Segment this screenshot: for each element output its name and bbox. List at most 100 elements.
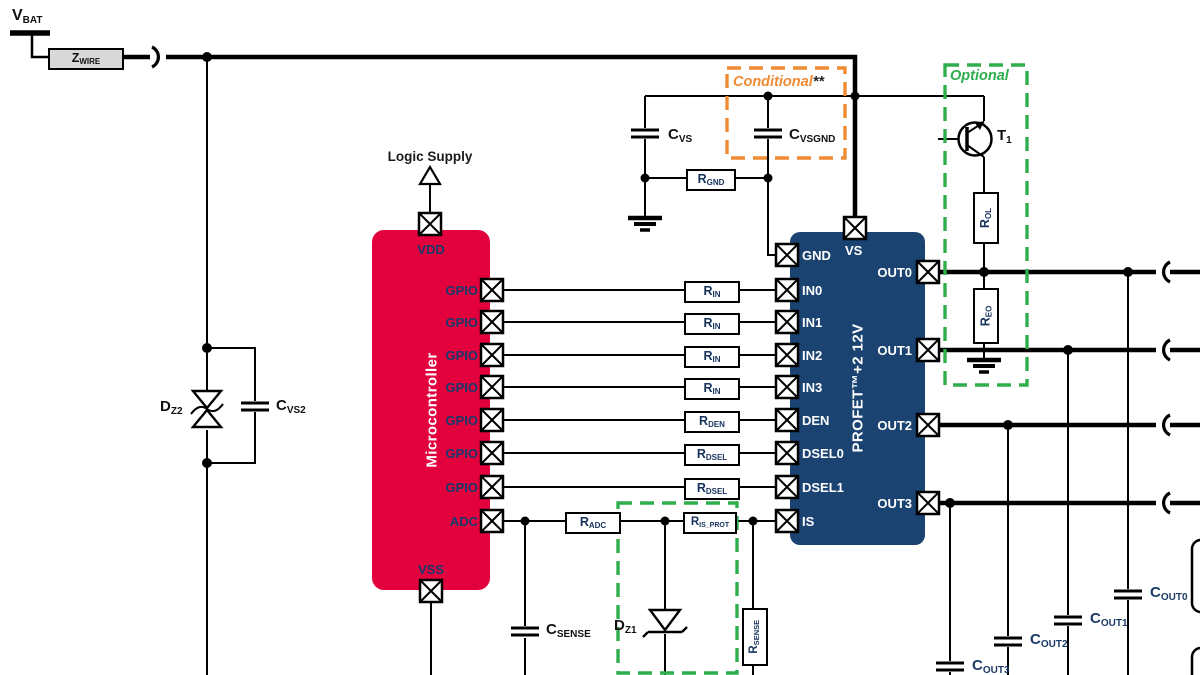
mcu-gpio-label: GPIO — [445, 480, 478, 495]
tvs-branch-wire — [206, 59, 256, 675]
csense-label: CSENSE — [546, 621, 591, 640]
profet-gnd-label: GND — [802, 248, 831, 263]
protection-box — [616, 501, 739, 675]
rol-resistor: ROL — [973, 192, 999, 244]
out-break-connector-icons — [1161, 260, 1171, 515]
optional-label: Optional — [950, 68, 1009, 84]
mcu-gpio-label: GPIO — [445, 315, 478, 330]
microcontroller-block — [372, 230, 490, 590]
mcu-adc-pin-icon — [479, 508, 505, 534]
rden-resistor: RDEN — [684, 411, 740, 433]
cvs2-label: CVS2 — [276, 397, 306, 416]
profet-out0-label: OUT0 — [877, 265, 912, 280]
cvsgnd-label: CVSGND — [789, 126, 836, 145]
mcu-gpio-pin-icon — [479, 440, 505, 466]
cout3-capacitor-icon — [934, 661, 966, 672]
mcu-gpio-pin-icon — [479, 309, 505, 335]
rgnd-resistor: RGND — [686, 169, 736, 191]
profet-is-label: IS — [802, 514, 815, 529]
conditional-label: Conditional** — [733, 74, 825, 90]
profet-vs-pin-icon — [842, 215, 868, 241]
mcu-gpio-label: GPIO — [445, 348, 478, 363]
sense-network-wires — [524, 521, 754, 675]
out-cap-wires — [949, 272, 1129, 675]
rdsel-resistor: RDSEL — [684, 444, 740, 466]
dz1-label: DZ1 — [614, 617, 637, 636]
profet-in0-pin-icon — [774, 277, 800, 303]
vbat-terminal — [10, 30, 50, 59]
dz2-label: DZ2 — [160, 398, 183, 417]
rsense-resistor: RSENSE — [742, 608, 768, 666]
cvs2-capacitor-icon — [239, 401, 271, 412]
t1-label: T1 — [997, 127, 1012, 146]
mcu-vdd-label: VDD — [417, 242, 445, 257]
cvsgnd-capacitor-icon — [752, 128, 784, 139]
profet-vs-label: VS — [845, 243, 863, 258]
rin-resistor: RIN — [684, 346, 740, 368]
cvs-capacitor-icon — [629, 128, 661, 139]
load-connector-partial — [1190, 538, 1200, 675]
profet-in1-pin-icon — [774, 309, 800, 335]
mcu-gpio-label: GPIO — [445, 380, 478, 395]
conditional-box — [725, 66, 847, 160]
vbat-label: VBAT — [12, 7, 43, 26]
logic-supply-symbol — [418, 164, 442, 213]
ground-icon — [967, 360, 1001, 372]
mcu-gpio-label: GPIO — [445, 283, 478, 298]
profet-in2-pin-icon — [774, 342, 800, 368]
cout3-label: COUT3 — [972, 657, 1010, 675]
profet-out2-label: OUT2 — [877, 418, 912, 433]
mcu-gpio-label: GPIO — [445, 413, 478, 428]
mcu-gpio-pin-icon — [479, 374, 505, 400]
rdsel-resistor: RDSEL — [684, 478, 740, 500]
profet-out3-pin-icon — [915, 490, 941, 516]
profet-dsel1-pin-icon — [774, 474, 800, 500]
profet-in2-label: IN2 — [802, 348, 823, 363]
signal-row-wires — [503, 289, 776, 522]
profet-dsel0-label: DSEL0 — [802, 446, 844, 461]
profet-block — [790, 232, 925, 545]
t1-transistor-icon — [957, 121, 993, 158]
mcu-adc-label: ADC — [449, 514, 478, 529]
profet-in3-pin-icon — [774, 374, 800, 400]
cout2-capacitor-icon — [992, 636, 1024, 647]
cout2-label: COUT2 — [1030, 631, 1068, 650]
optional-box — [943, 63, 1029, 387]
wire-break-connector-icon — [151, 45, 161, 69]
ground-icon — [628, 218, 662, 230]
profet-in3-label: IN3 — [802, 380, 823, 395]
profet-den-label: DEN — [802, 413, 830, 428]
cout1-label: COUT1 — [1090, 610, 1128, 629]
profet-out1-label: OUT1 — [877, 343, 912, 358]
mcu-vdd-pin-icon — [417, 211, 443, 237]
mcu-gpio-pin-icon — [479, 407, 505, 433]
rin-resistor: RIN — [684, 378, 740, 400]
profet-out2-pin-icon — [915, 412, 941, 438]
cout1-capacitor-icon — [1052, 615, 1084, 626]
radc-resistor: RADC — [565, 512, 621, 534]
mcu-gpio-label: GPIO — [445, 446, 478, 461]
profet-out0-pin-icon — [915, 259, 941, 285]
profet-in1-label: IN1 — [802, 315, 823, 330]
profet-gnd-pin-icon — [774, 242, 800, 268]
rin-resistor: RIN — [684, 313, 740, 335]
mcu-gpio-pin-icon — [479, 342, 505, 368]
dz2-tvs-diode-icon — [190, 389, 224, 429]
cout0-capacitor-icon — [1112, 589, 1144, 600]
junction-dots — [202, 52, 1133, 526]
logic-supply-label: Logic Supply — [387, 149, 473, 164]
profet-dsel1-label: DSEL1 — [802, 480, 844, 495]
mcu-vss-label: VSS — [417, 562, 445, 577]
risprot-resistor: RIS_PROT — [683, 512, 737, 534]
profet-title: PROFET™+2 12V — [849, 323, 867, 453]
rin-resistor: RIN — [684, 281, 740, 303]
profet-is-pin-icon — [774, 508, 800, 534]
profet-out1-pin-icon — [915, 337, 941, 363]
reo-resistor: REO — [973, 288, 999, 344]
cvs-label: CVS — [668, 126, 693, 145]
mcu-gpio-pin-icon — [479, 474, 505, 500]
profet-den-pin-icon — [774, 407, 800, 433]
csense-capacitor-icon — [509, 626, 541, 637]
